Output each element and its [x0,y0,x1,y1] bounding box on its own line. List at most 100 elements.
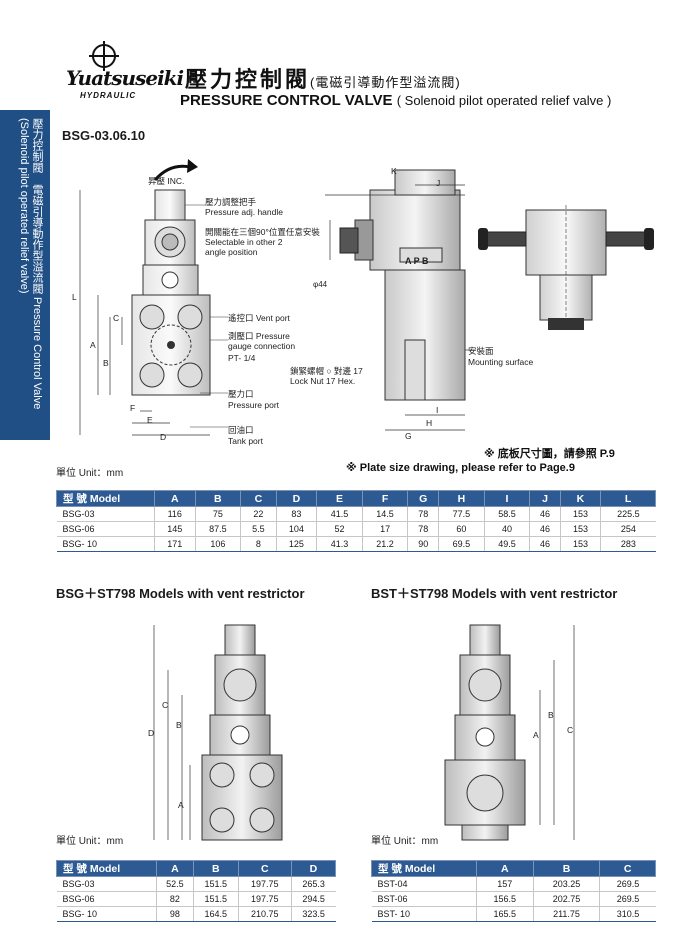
cell: 151.5 [192,876,239,892]
cell: 210.75 [237,906,292,922]
cell: 125 [275,536,317,552]
col-C: C [240,490,277,507]
dim-I: I [436,405,439,415]
cell: BSG- 10 [56,906,157,922]
cell: BST-06 [371,891,477,907]
table-row: BSG-06 145 87.5 5.5 104 52 17 78 60 40 4… [56,521,656,537]
cell: 283 [600,536,656,552]
note-plate-zh: ※ 底板尺寸圖，請參照 P.9 [484,448,615,460]
dim-L: L [72,292,77,302]
unit-label-right: 單位 Unit：mm [371,836,439,847]
col-K: K [559,490,602,507]
cell: BST- 10 [371,906,477,922]
cell: BSG-03 [56,876,157,892]
side-category-tab [0,110,50,440]
right-dim-C: C [567,725,574,735]
dim-D: D [160,432,167,442]
label-gauge-en: gauge connection [228,341,296,351]
cell: 46 [529,536,561,552]
label-locknut-zh: 鎖緊螺帽 ○ 對邊 17 [290,366,363,376]
label-pressure-zh: 壓力口 [228,389,254,399]
cell: 98 [156,906,194,922]
table-row: BSG-03 52.5 151.5 197.75 265.3 [56,876,336,892]
dim-E: E [147,415,153,425]
cell: BSG-06 [56,891,157,907]
front-view-drawing [79,159,228,436]
cell: 46 [529,506,561,522]
cell: 60 [438,521,485,537]
label-pressure-en: Pressure port [228,400,280,410]
cell: 52 [316,521,363,537]
unit-label-main: 單位 Unit：mm [56,468,124,479]
table-row: BST-06 156.5 202.75 269.5 [371,891,656,907]
table-row: BSG-06 82 151.5 197.75 294.5 [56,891,336,907]
col-C: C [237,860,292,877]
dim-A: A [90,340,96,350]
title-en-sub: ( Solenoid pilot operated relief valve ) [396,93,612,108]
dim-B: B [103,358,109,368]
cell: 78 [407,521,439,537]
col-E: E [316,490,363,507]
section-heading-bsg: BSG＋ST798 Models with vent restrictor [56,586,305,601]
label-handle-zh: 壓力調整把手 [205,197,257,207]
table-header-row: 型 號 Model A B C D E F G H I J K L [56,490,656,507]
col-model: 型 號 Model [56,490,155,507]
label-gauge-zh: 測壓口 Pressure [228,331,290,341]
cell: 41.3 [316,536,363,552]
col-G: G [407,490,440,507]
col-B: B [194,490,242,507]
col-D: D [290,860,337,877]
cell: 69.5 [438,536,485,552]
col-J: J [529,490,561,507]
label-locknut-en: Lock Nut 17 Hex. [290,376,356,386]
dim-G: G [405,431,412,441]
left-dim-A: A [178,800,184,810]
top-view-drawing [478,205,654,330]
cell: 171 [154,536,196,552]
cell: 75 [194,506,241,522]
cell: 49.5 [483,536,530,552]
cell: 269.5 [599,891,656,907]
cell: 83 [275,506,317,522]
dim-H: H [426,418,433,428]
label-selectable-zh: 開關能在三個90°位置任意安裝 [205,227,320,237]
bsg-st798-drawing [153,624,283,841]
cell: 116 [154,506,196,522]
label-phi44: φ44 [313,280,328,289]
left-dim-D: D [148,728,155,738]
dim-K: K [391,166,397,176]
col-D: D [275,490,318,507]
cell: 197.75 [237,876,292,892]
col-A: A [476,860,534,877]
cell: 202.75 [532,891,600,907]
bst-st798-table: 型 號 Model A B C BST-04 157 203.25 269.5 … [371,860,656,922]
label-tank-en: Tank port [228,436,263,446]
table-row: BSG-03 116 75 22 83 41.5 14.5 78 77.5 58… [56,506,656,522]
table-row: BST- 10 165.5 211.75 310.5 [371,906,656,922]
right-dim-B: B [548,710,554,720]
cell: 265.3 [290,876,336,892]
col-C: C [599,860,656,877]
cell: 254 [600,521,656,537]
cell: 90 [407,536,439,552]
col-model: 型 號 Model [56,860,157,877]
model-heading: BSG-03.06.10 [62,128,146,143]
dim-C: C [113,313,120,323]
col-H: H [438,490,485,507]
label-pt: PT- 1/4 [228,353,256,363]
cell: 77.5 [438,506,485,522]
cell: 104 [275,521,317,537]
side-category-text: 壓力控制閥 電磁引導動作型溢流閥 Pressure Control Valve … [18,118,43,410]
col-A: A [154,490,196,507]
col-B: B [532,860,601,877]
cell: BST-04 [371,876,477,892]
col-I: I [483,490,531,507]
cell: 269.5 [599,876,656,892]
cell: 40 [483,521,530,537]
table-row: BSG- 10 98 164.5 210.75 323.5 [56,906,336,922]
cell: 87.5 [194,521,241,537]
cell: 22 [240,506,277,522]
label-tank-zh: 回油口 [228,425,254,435]
col-A: A [156,860,194,877]
cell: 151.5 [192,891,239,907]
